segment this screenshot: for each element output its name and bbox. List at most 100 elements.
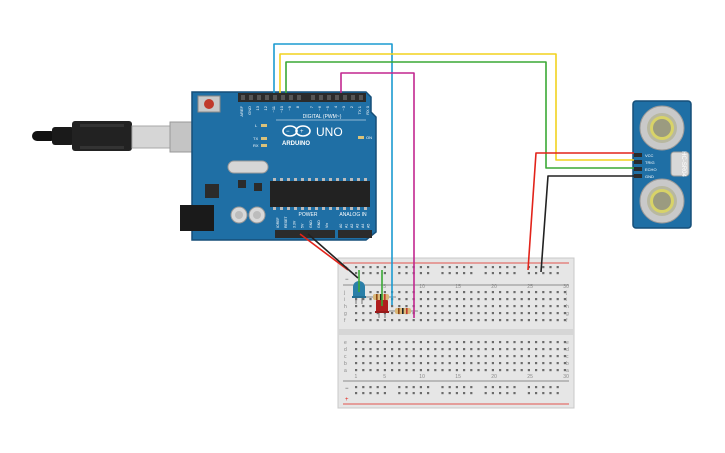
row-letter: i <box>344 297 345 303</box>
analog-pin-label: A4 <box>361 224 365 228</box>
wire-black-gnd <box>307 233 359 279</box>
row-letter: b <box>344 361 347 367</box>
row-letter: d <box>344 347 347 353</box>
row-letter: g <box>344 311 347 317</box>
rail-minus-top: − <box>345 277 349 283</box>
column-number: 30 <box>563 374 569 380</box>
resistor-2 <box>389 308 418 314</box>
status-leds <box>261 124 364 147</box>
pin-label: TX 1 <box>357 105 362 114</box>
analog-pin-label: A3 <box>356 224 360 228</box>
microcontroller-chip <box>270 181 370 207</box>
sensor-model: HC-SR04 <box>680 151 686 177</box>
power-pin-label: GND <box>309 220 313 228</box>
power-pin-label: Vin <box>325 223 329 228</box>
ultrasonic-sensor: HC-SR04 VCC TRIG ECHO GND <box>632 100 692 229</box>
row-letter: e <box>344 340 347 346</box>
power-pin-label: 5V <box>301 223 305 228</box>
svg-text:−: − <box>286 129 290 135</box>
rail-plus-bottom: + <box>345 397 349 403</box>
wire-red-5v <box>299 233 349 271</box>
row-letter: f <box>566 318 568 324</box>
svg-text:+: + <box>300 129 304 135</box>
pin-label: 13 <box>255 105 260 110</box>
usb-cable <box>32 121 195 153</box>
row-letter: b <box>566 361 569 367</box>
power-pin-label: 3.3V <box>292 220 296 228</box>
analog-pin-label: A1 <box>345 224 349 228</box>
breadboard: jjiihhggffeeddccbbaa11551010151520202525… <box>337 257 575 409</box>
pin-label: 4 <box>333 105 338 108</box>
wire-yellow <box>279 53 634 161</box>
crystal <box>227 160 269 174</box>
wire-black-sensor-gnd <box>540 175 634 273</box>
column-number: 5 <box>383 374 386 380</box>
pin-label: GND <box>247 106 252 115</box>
column-number: 15 <box>455 284 461 290</box>
row-letter: e <box>566 340 569 346</box>
column-number: 15 <box>455 374 461 380</box>
column-number: 1 <box>355 374 358 380</box>
column-number: 5 <box>383 284 386 290</box>
pin-label: ~6 <box>317 105 322 110</box>
pin-label: ~10 <box>279 105 284 113</box>
pin-label: 2 <box>349 105 354 108</box>
analog-header <box>338 230 372 238</box>
power-pin-label: RESET <box>284 215 288 228</box>
row-letter: h <box>344 304 347 310</box>
power-jack <box>180 205 214 231</box>
led-label-rx: RX <box>253 143 259 148</box>
wire-red-vcc <box>527 152 634 271</box>
analog-pin-label: A0 <box>339 224 343 228</box>
wires <box>273 43 634 318</box>
arduino-logo: − + <box>282 125 311 137</box>
column-number: 10 <box>419 284 425 290</box>
resistor-1 <box>366 294 396 300</box>
column-number: 25 <box>527 374 533 380</box>
pin-label: ~5 <box>325 105 330 110</box>
column-number: 20 <box>491 284 497 290</box>
sensor-pin-vcc: VCC <box>645 153 654 158</box>
digital-label: DIGITAL (PWM~) <box>303 114 342 120</box>
wire-blue <box>273 43 393 305</box>
pin-label: ~3 <box>341 105 346 110</box>
row-letter: d <box>566 347 569 353</box>
power-label: POWER <box>299 212 318 218</box>
row-letter: c <box>344 354 347 360</box>
row-letter: j <box>343 290 345 296</box>
pin-label: 7 <box>309 105 314 108</box>
row-letter: j <box>565 290 567 296</box>
arduino-model: UNO <box>316 125 343 139</box>
row-letter: a <box>566 368 569 374</box>
row-letter: h <box>566 304 569 310</box>
analog-pin-label: A2 <box>350 224 354 228</box>
row-letter: g <box>566 311 569 317</box>
analog-pin-label: A5 <box>367 224 371 228</box>
sensor-pin-gnd: GND <box>645 174 654 179</box>
pin-label: RX 0 <box>365 105 370 115</box>
sensor-pin-echo: ECHO <box>645 167 657 172</box>
led-label-tx: TX <box>253 136 258 141</box>
led-label-l: L <box>255 123 258 128</box>
column-number: 10 <box>419 374 425 380</box>
rail-minus-bottom: − <box>345 386 349 392</box>
wire-magenta <box>340 72 415 318</box>
analog-label: ANALOG IN <box>339 212 367 218</box>
column-number: 20 <box>491 374 497 380</box>
row-letter: f <box>344 318 346 324</box>
row-letter: a <box>344 368 347 374</box>
arduino-brand: ARDUINO <box>282 141 310 147</box>
pin-label: AREF <box>239 105 244 116</box>
column-number: 30 <box>563 284 569 290</box>
power-pin-label: IOREF <box>276 217 280 228</box>
pin-label: 8 <box>295 105 300 108</box>
on-label: ON <box>366 135 372 140</box>
power-header <box>275 230 335 238</box>
pin-label: 12 <box>263 105 268 110</box>
row-letter: c <box>566 354 569 360</box>
pin-label: ~11 <box>271 105 276 112</box>
power-pin-label: GND <box>317 220 321 228</box>
row-letter: i <box>566 297 567 303</box>
